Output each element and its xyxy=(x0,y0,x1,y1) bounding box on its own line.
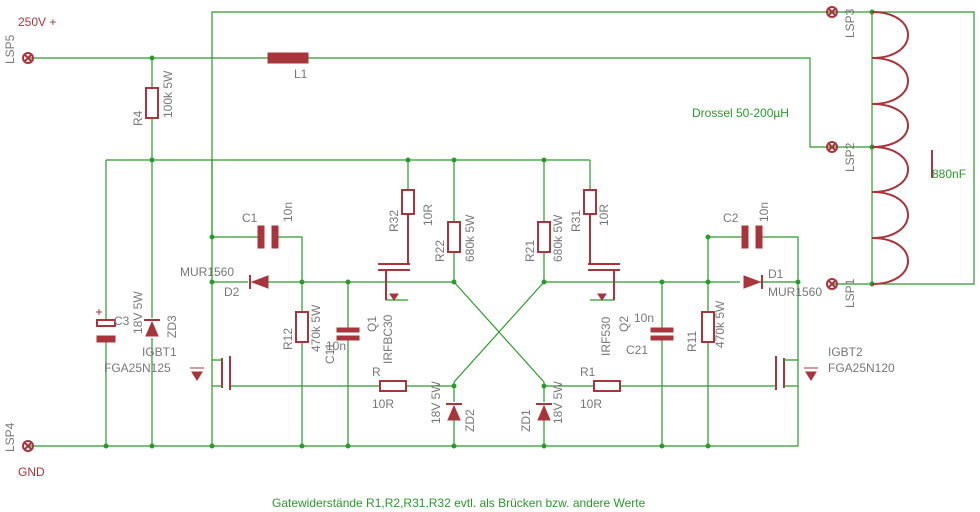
label-880nf: 880nF xyxy=(932,167,966,181)
label-r1-value: 10R xyxy=(580,397,602,411)
label-c11: C11 xyxy=(323,343,337,364)
capacitor-c11 xyxy=(336,327,360,341)
label-lsp4: LSP4 xyxy=(3,422,17,452)
label-r2-value: 10R xyxy=(372,397,394,411)
label-zd3: ZD3 xyxy=(165,315,179,338)
resistor-r32 xyxy=(401,189,415,215)
label-r31-value: 10R xyxy=(597,204,611,226)
label-gnd: GND xyxy=(18,465,45,479)
zener-zd1 xyxy=(536,403,552,421)
label-c1-value: 10n xyxy=(281,202,295,222)
label-r32-value: 10R xyxy=(421,204,435,226)
label-r21: R21 xyxy=(523,240,537,262)
label-c1: C1 xyxy=(242,211,258,225)
junctions xyxy=(103,9,875,449)
label-r11: R11 xyxy=(685,331,699,352)
igbt-2 xyxy=(775,356,818,390)
label-igbt2: IGBT2 xyxy=(828,345,863,359)
capacitor-c3 xyxy=(96,309,116,343)
label-r12: R12 xyxy=(281,328,295,350)
label-zd2-value: 18V 5W xyxy=(429,381,443,424)
label-lsp2: LSP2 xyxy=(843,142,857,172)
label-zd3-value: 18V 5W xyxy=(131,291,145,334)
label-c21-value: 10n xyxy=(634,311,654,325)
label-c2-value: 10n xyxy=(757,202,771,222)
resistor-r2 xyxy=(379,380,407,392)
label-r4: R4 xyxy=(131,110,145,126)
zener-zd3 xyxy=(144,319,160,337)
label-r21-value: 680k 5W xyxy=(551,214,565,262)
connector-lsp1 xyxy=(826,278,838,290)
resistor-r31 xyxy=(583,189,597,215)
label-c21: C21 xyxy=(626,343,648,357)
resistor-r4 xyxy=(145,87,159,119)
work-coil xyxy=(871,11,909,285)
zener-zd2 xyxy=(446,403,462,421)
label-r12-value: 470k 5W xyxy=(309,304,323,352)
label-d2: D2 xyxy=(224,285,240,299)
resistor-r1 xyxy=(593,380,621,392)
label-irf530: IRF530 xyxy=(599,316,613,356)
connector-lsp3 xyxy=(826,6,838,18)
resistor-r11 xyxy=(701,311,715,343)
label-r32: R32 xyxy=(387,210,401,232)
label-mur1560-left: MUR1560 xyxy=(180,265,234,279)
label-d1: D1 xyxy=(768,267,784,281)
label-r31: R31 xyxy=(569,210,583,232)
connector-lsp5 xyxy=(22,52,34,64)
label-irfbc30: IRFBC30 xyxy=(381,314,395,364)
label-c2: C2 xyxy=(723,211,739,225)
label-igbt1: IGBT1 xyxy=(142,345,177,359)
label-zd2: ZD2 xyxy=(463,409,477,432)
label-r22: R22 xyxy=(433,240,447,262)
mosfet-q2 xyxy=(588,214,620,301)
capacitor-c2 xyxy=(741,225,763,249)
label-r2: R xyxy=(372,365,381,379)
label-r11-value: 470k 5W xyxy=(713,300,727,348)
diode-d1 xyxy=(743,275,763,289)
label-q2: Q2 xyxy=(617,316,631,332)
label-mur1560-right: MUR1560 xyxy=(768,285,822,299)
label-zd1-value: 18V 5W xyxy=(551,381,565,424)
label-c11-value: 10n xyxy=(326,339,346,353)
inductor-l1 xyxy=(267,52,309,64)
connector-lsp4 xyxy=(22,440,34,452)
label-zd1: ZD1 xyxy=(519,409,533,432)
label-250v: 250V + xyxy=(18,15,56,29)
label-r22-value: 680k 5W xyxy=(463,214,477,262)
capacitor-c21 xyxy=(650,327,674,341)
capacitor-c1 xyxy=(257,225,279,249)
igbt-1 xyxy=(190,356,231,390)
label-r4-value: 100k 5W xyxy=(161,70,175,118)
label-lsp5: LSP5 xyxy=(3,34,17,64)
diode-d2 xyxy=(249,275,269,289)
label-drossel: Drossel 50-200µH xyxy=(692,106,789,120)
connector-lsp2 xyxy=(826,141,838,153)
resistor-r22 xyxy=(447,221,461,253)
label-q1: Q1 xyxy=(365,316,379,332)
resistor-r21 xyxy=(537,221,551,253)
label-c3: C3 xyxy=(114,314,130,328)
label-r1: R1 xyxy=(580,365,596,379)
label-fga25n120: FGA25N120 xyxy=(828,361,895,375)
label-fga25n125: FGA25N125 xyxy=(104,361,171,375)
resistor-r12 xyxy=(295,311,309,343)
mosfet-q1 xyxy=(378,214,410,301)
label-l1: L1 xyxy=(294,67,308,81)
label-lsp1: LSP1 xyxy=(843,278,857,308)
label-lsp3: LSP3 xyxy=(843,8,857,38)
footer-note: Gatewiderstände R1,R2,R31,R32 evtl. als … xyxy=(272,496,646,510)
